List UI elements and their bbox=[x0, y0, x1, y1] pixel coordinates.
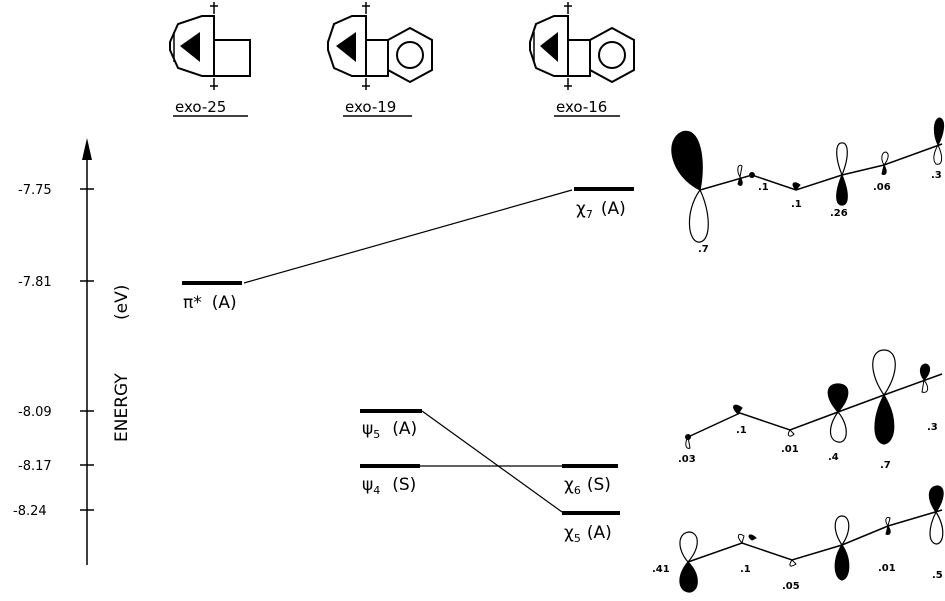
structure-exo-16 bbox=[529, 2, 635, 90]
coef-mid-3: .01 bbox=[781, 444, 799, 455]
label-psi5: ψ5(A) bbox=[362, 419, 417, 441]
coef-bot-1: .41 bbox=[652, 564, 670, 575]
orbital-chi7 bbox=[671, 117, 945, 243]
coef-mid-4: .4 bbox=[828, 452, 839, 463]
coef-mid-5: .7 bbox=[880, 460, 891, 471]
coef-mid-6: .3 bbox=[927, 422, 938, 433]
axis-unit: (eV) bbox=[112, 285, 132, 320]
coef-bot-4: .01 bbox=[878, 563, 896, 574]
label-psi4: ψ4(S) bbox=[362, 475, 416, 497]
tick-label-8-24: -8.24 bbox=[13, 504, 47, 519]
compound-label-exo-19: exo-19 bbox=[345, 98, 396, 116]
orbital-chi6 bbox=[685, 349, 943, 449]
structure-exo-25 bbox=[169, 2, 251, 90]
label-pi-star: π*(A) bbox=[183, 293, 237, 313]
compound-label-exo-16: exo-16 bbox=[556, 98, 607, 116]
tick-label-7-81: -7.81 bbox=[18, 275, 52, 290]
correlation-psi5-chi5 bbox=[421, 410, 563, 513]
compound-label-exo-25: exo-25 bbox=[175, 98, 226, 116]
coef-top-4: .26 bbox=[830, 208, 848, 219]
structure-exo-19 bbox=[327, 2, 433, 90]
axis-label: ENERGY bbox=[112, 373, 132, 442]
label-chi5: χ5(A) bbox=[564, 523, 612, 545]
coef-mid-2: .1 bbox=[736, 425, 747, 436]
orbital-chi5 bbox=[679, 485, 944, 593]
tick-label-8-09: -8.09 bbox=[18, 405, 52, 420]
label-chi6: χ6(S) bbox=[564, 475, 611, 497]
tick-label-8-17: -8.17 bbox=[18, 459, 52, 474]
coef-top-6: .3 bbox=[931, 170, 942, 181]
coef-bot-2: .1 bbox=[740, 564, 751, 575]
energy-axis bbox=[80, 138, 94, 565]
coef-top-3: .1 bbox=[791, 199, 802, 210]
coef-top-5: .06 bbox=[873, 182, 891, 193]
coef-bot-3: .05 bbox=[782, 581, 800, 592]
tick-label-7-75: -7.75 bbox=[18, 183, 52, 198]
coef-top-2: .1 bbox=[758, 182, 769, 193]
correlation-pi-chi7 bbox=[243, 189, 573, 284]
coef-mid-1: .03 bbox=[678, 454, 696, 465]
coef-top-1: .7 bbox=[698, 244, 709, 255]
label-chi7: χ7(A) bbox=[576, 199, 626, 221]
coef-bot-5: .5 bbox=[932, 570, 943, 581]
